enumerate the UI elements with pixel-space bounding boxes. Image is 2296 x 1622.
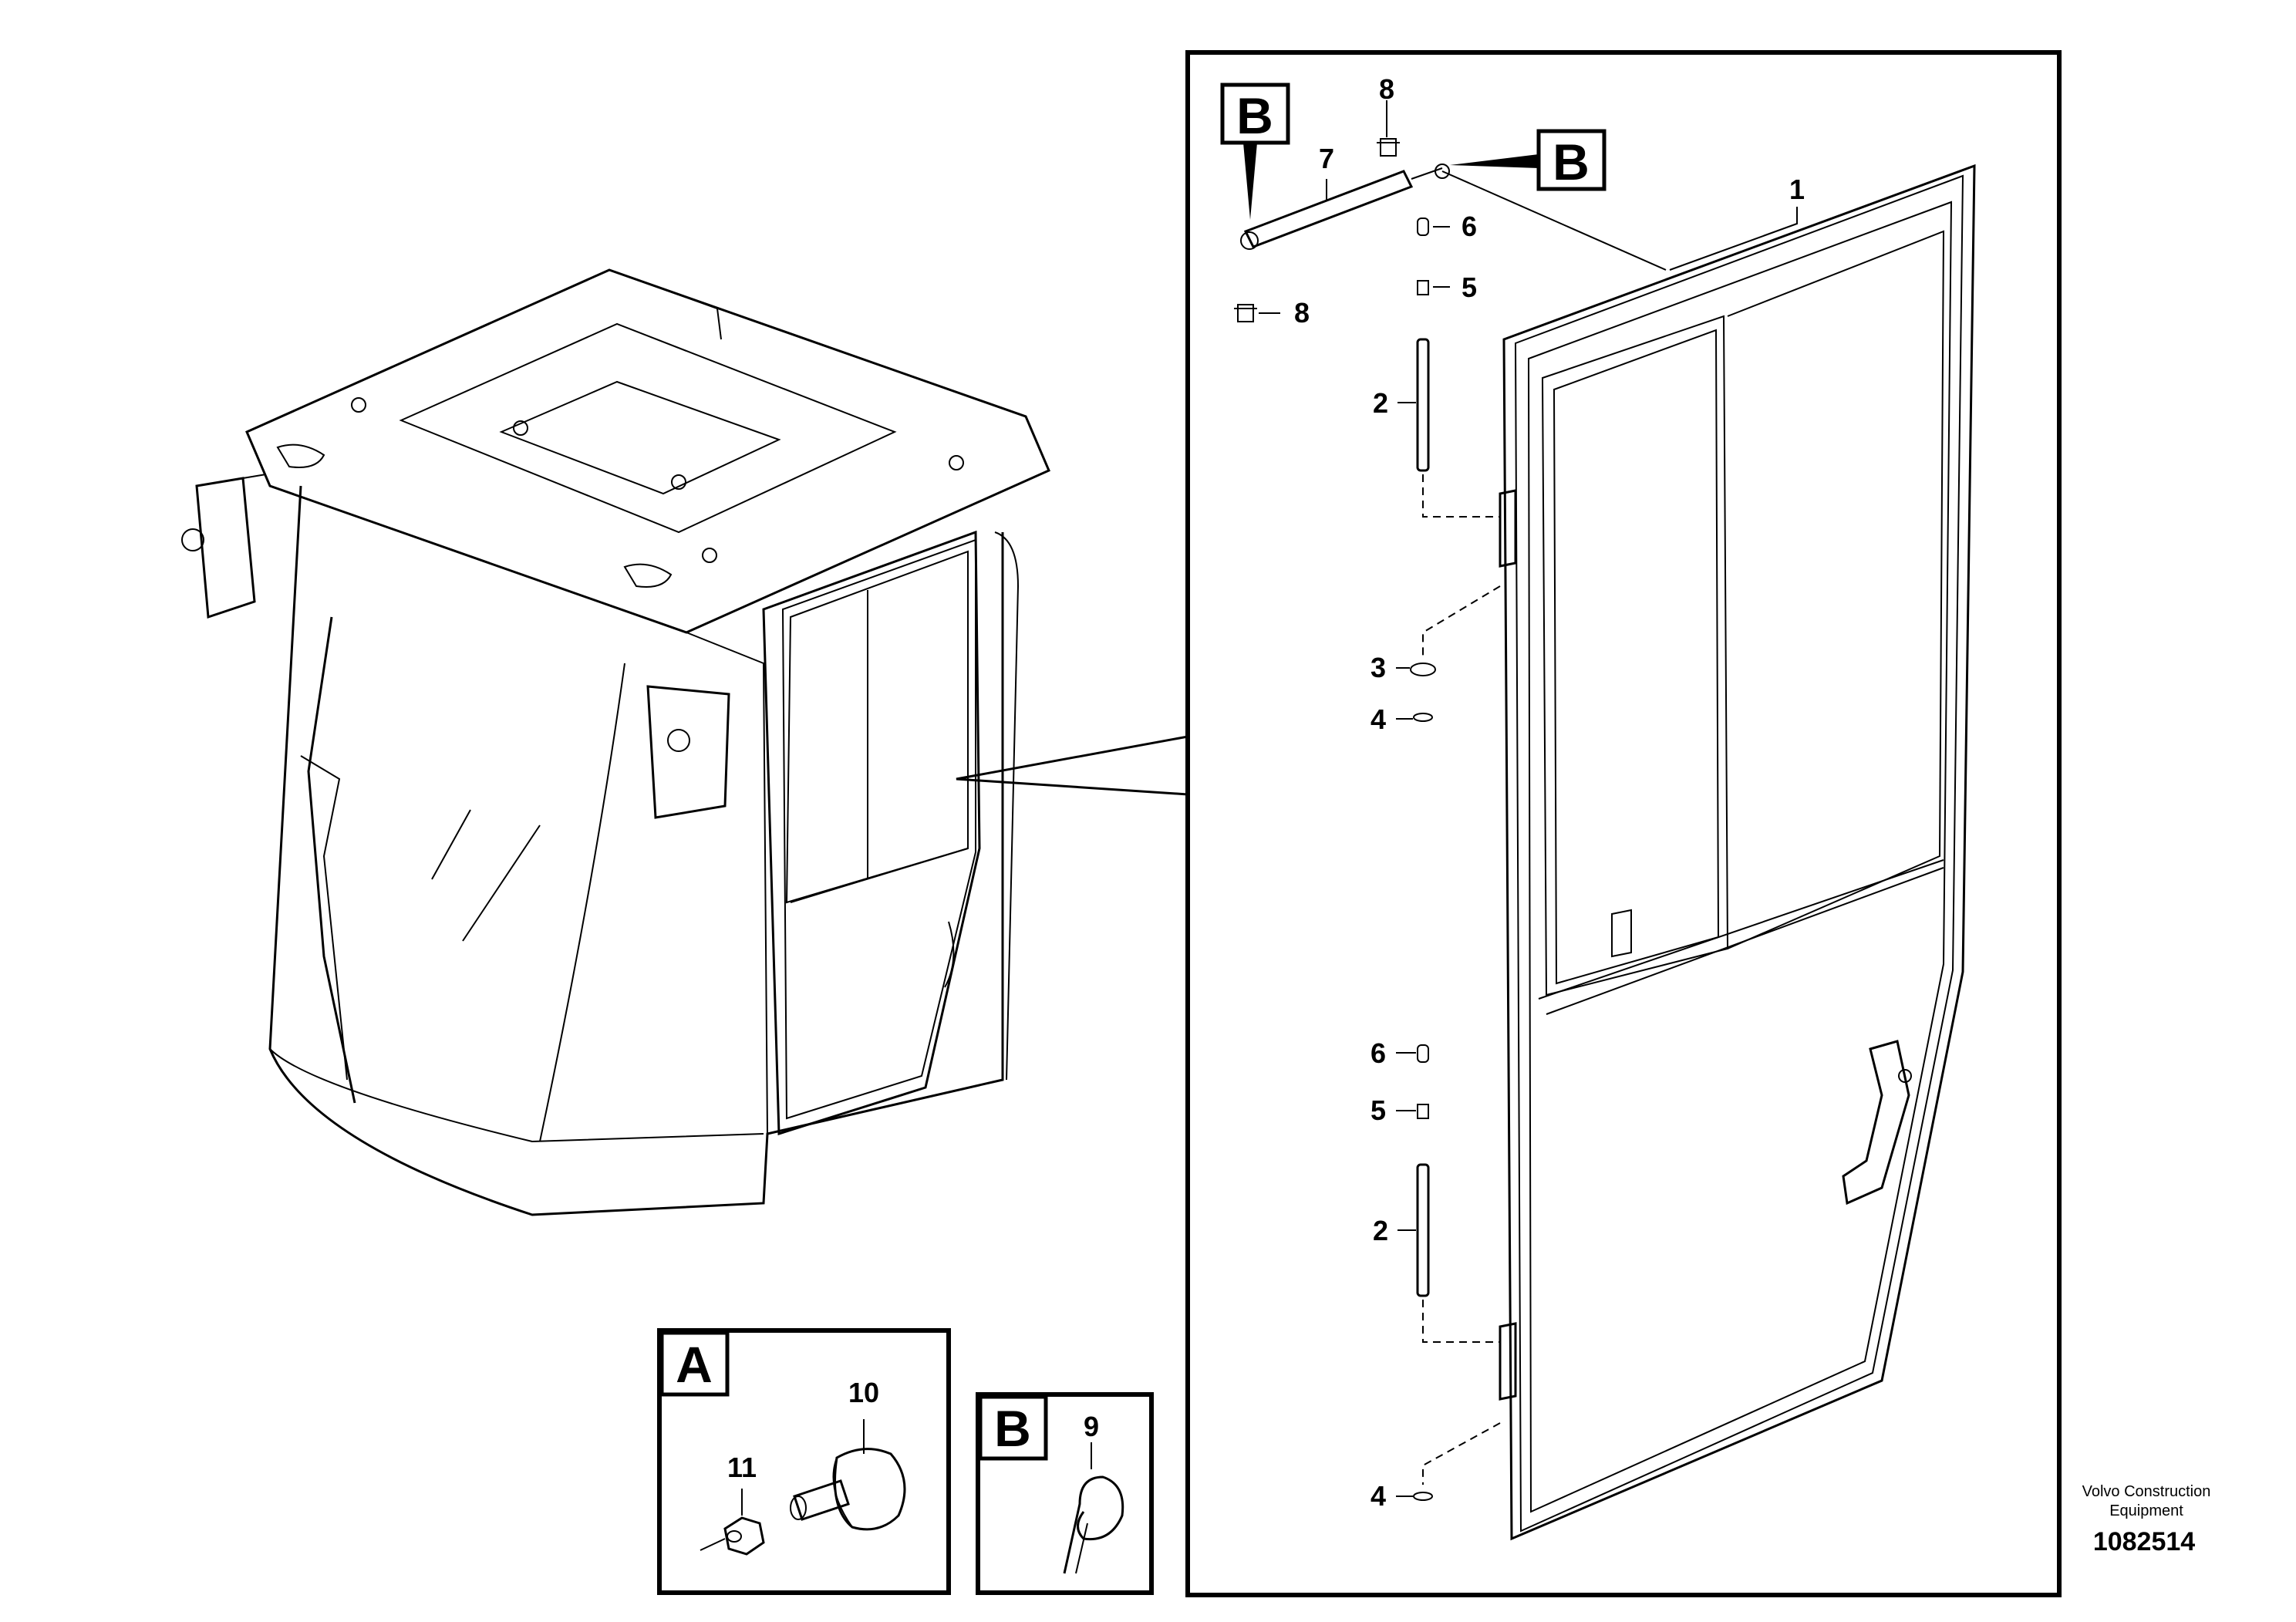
footer-company-line2: Equipment <box>2109 1502 2183 1519</box>
callout-cap-upper: 6 <box>1462 211 1477 242</box>
detail-marker-b-right: B <box>1450 129 1607 191</box>
callouts: 1 7 8 8 6 5 2 3 4 6 5 2 4 <box>1259 73 1805 1512</box>
callout-bumper: 10 <box>848 1377 879 1408</box>
callout-clip-bottom: 4 <box>1371 1480 1386 1512</box>
footer: Volvo Construction Equipment 1082514 <box>2082 1483 2211 1556</box>
detail-box-a: A 10 11 <box>657 1328 951 1595</box>
detail-box-a-label: A <box>676 1336 713 1393</box>
callout-washer: 3 <box>1371 652 1386 683</box>
gas-strut-assembly <box>1234 138 1667 322</box>
cab-illustration <box>181 268 1189 1216</box>
detail-box-b-label: B <box>994 1400 1031 1457</box>
detail-marker-b-right-label: B <box>1553 133 1590 191</box>
detail-marker-b-left: B <box>1220 83 1290 220</box>
callout-bushing-upper: 5 <box>1462 271 1477 303</box>
hinge-pin-upper <box>1410 218 1501 722</box>
detail-box-b: B 9 <box>976 1392 1154 1595</box>
detail-marker-b-left-label: B <box>1236 87 1273 144</box>
callout-bushing-lower: 5 <box>1371 1094 1386 1126</box>
footer-drawing-number: 1082514 <box>2093 1527 2195 1556</box>
footer-company-line1: Volvo Construction <box>2082 1483 2211 1500</box>
callout-lock-pin: 9 <box>1084 1411 1099 1442</box>
callout-cap-lower: 6 <box>1371 1037 1386 1069</box>
hinge-pin-lower <box>1413 1044 1501 1501</box>
door-assembly <box>1499 164 1976 1541</box>
callout-pin-upper: 2 <box>1373 387 1388 419</box>
callout-pin-lower: 2 <box>1373 1215 1388 1246</box>
callout-door: 1 <box>1789 174 1805 205</box>
callout-nut: 11 <box>727 1452 757 1483</box>
callout-clip-mid: 4 <box>1371 703 1386 735</box>
detail-view-frame <box>1185 50 2062 1597</box>
callout-gas-strut: 7 <box>1319 143 1334 174</box>
callout-strut-screw-left: 8 <box>1294 297 1310 329</box>
callout-strut-screw-top: 8 <box>1379 73 1394 105</box>
